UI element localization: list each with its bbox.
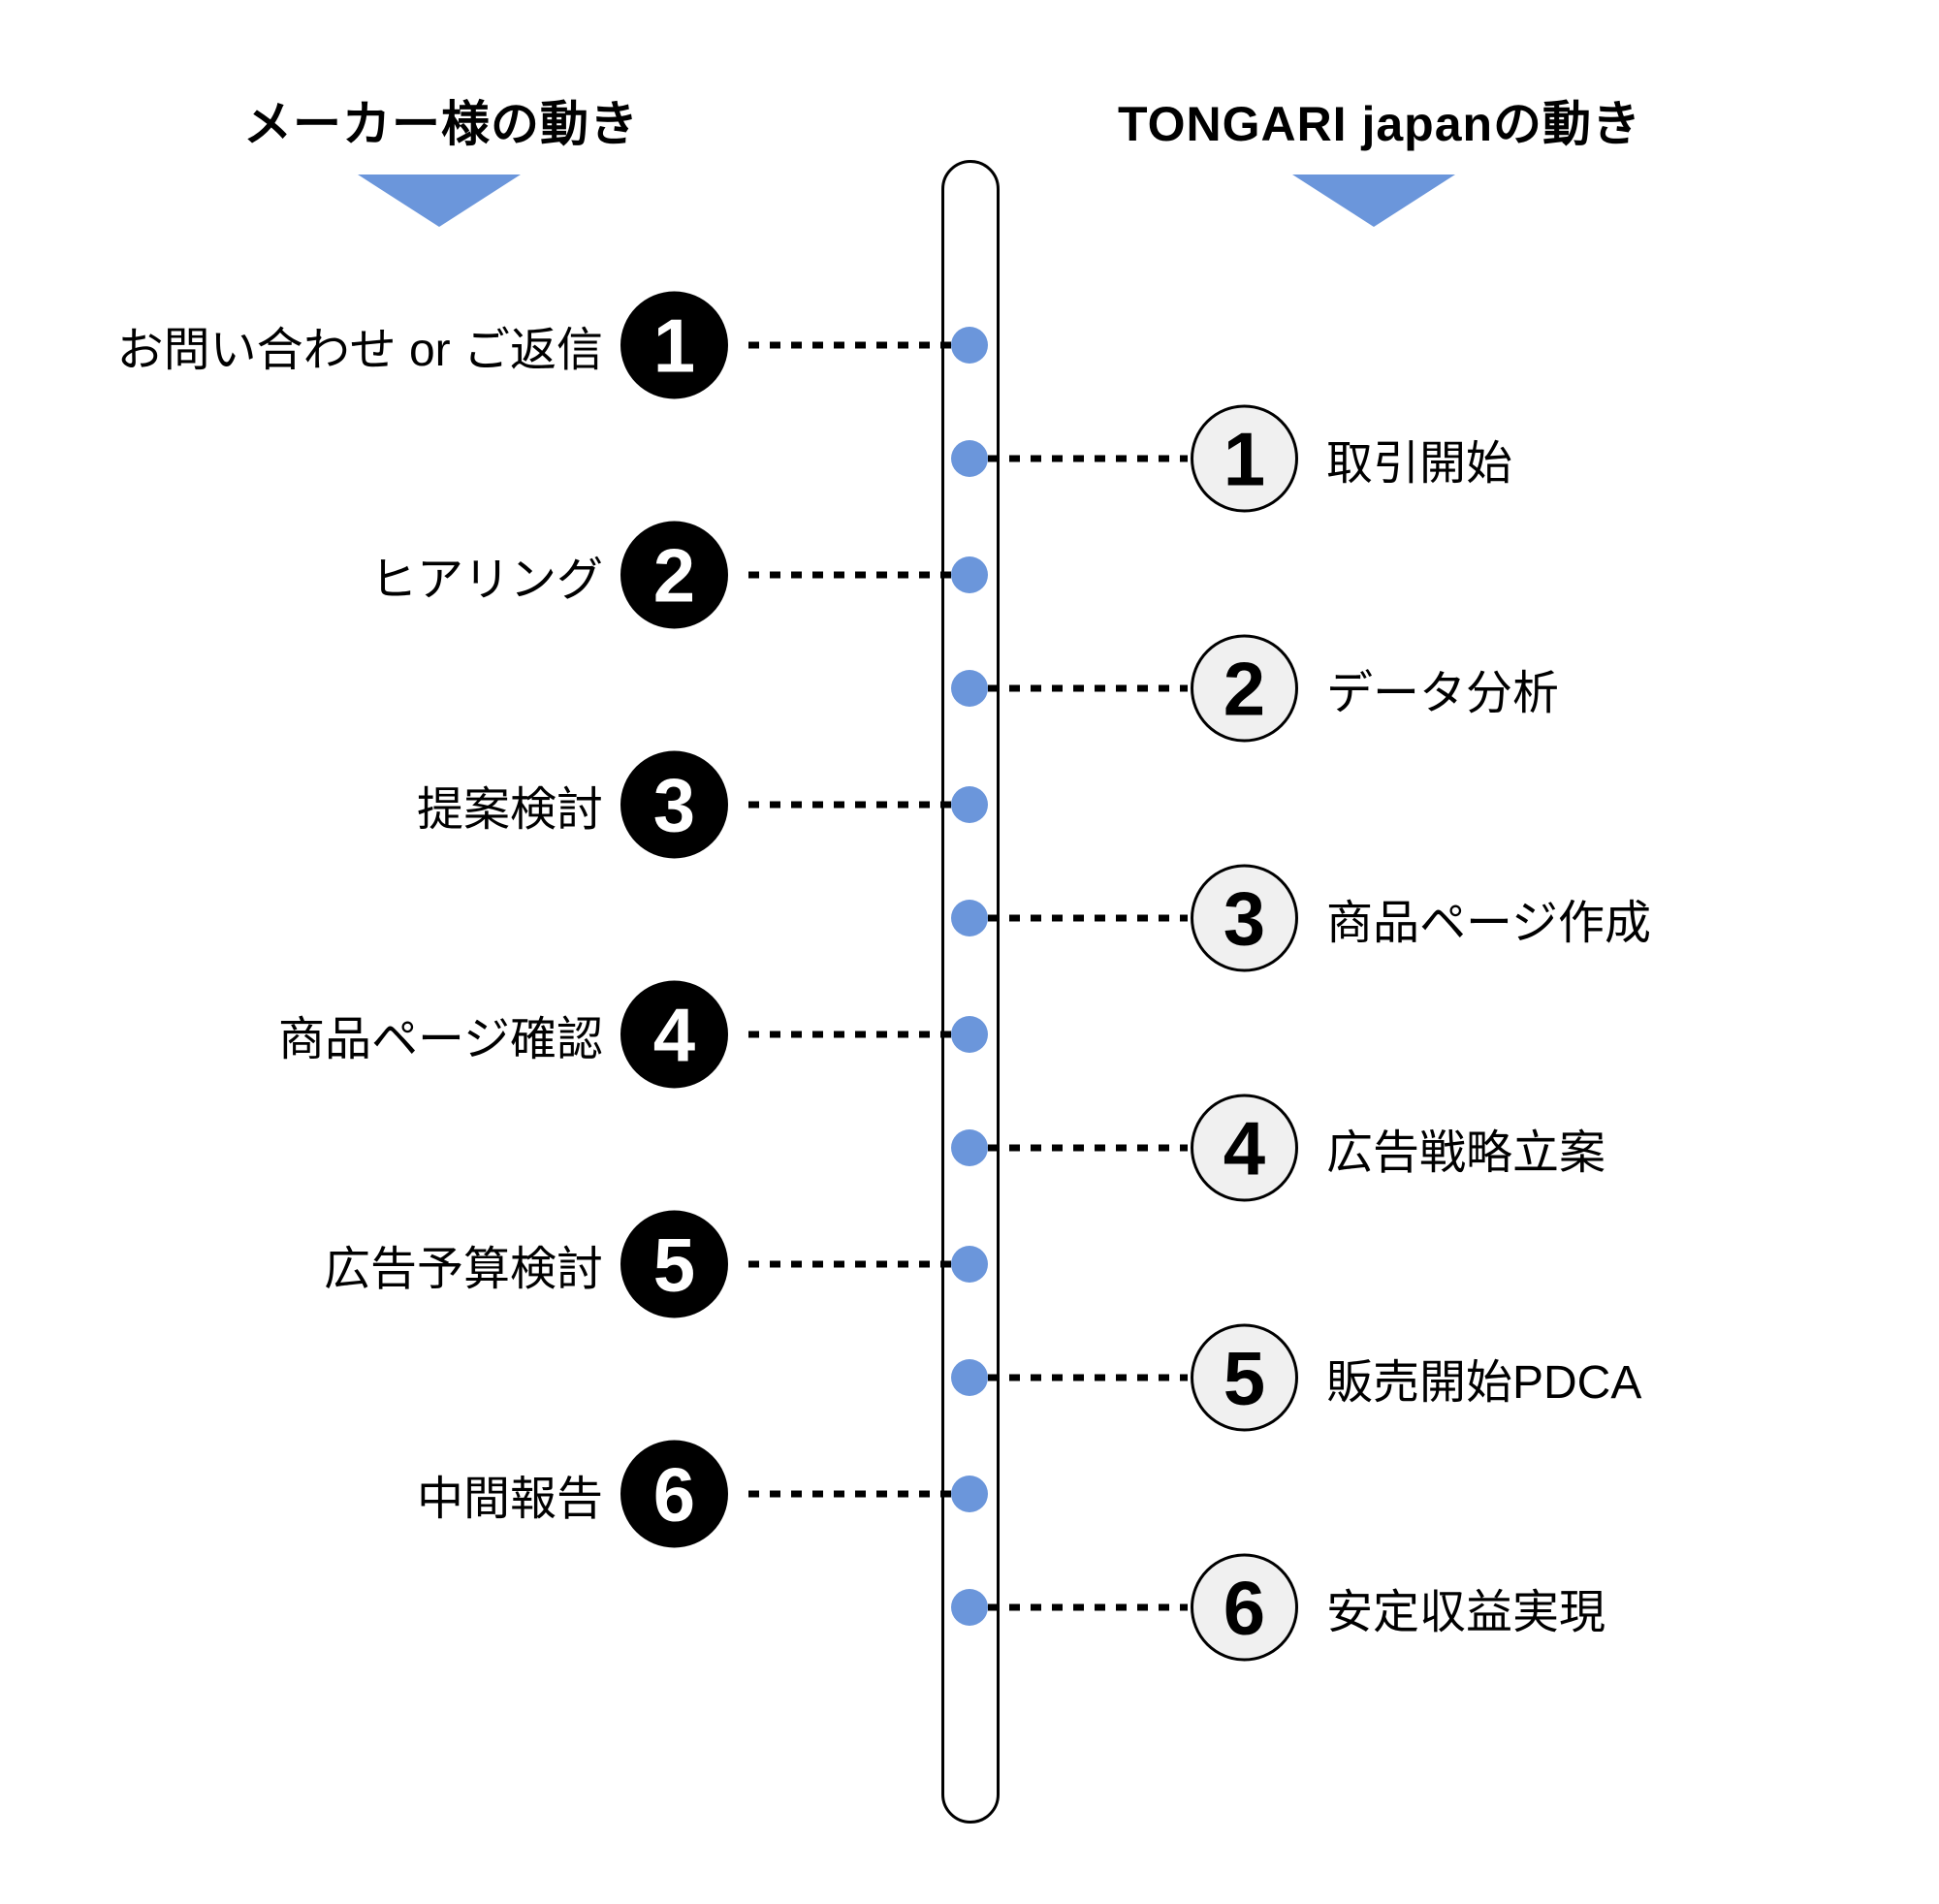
step-number-badge: 1 [620, 291, 728, 399]
step-label: 商品ページ作成 [1326, 898, 1652, 949]
step-number-badge: 5 [1191, 1323, 1298, 1432]
step-label: 中間報告 [416, 1474, 603, 1525]
step-number-badge: 6 [1191, 1553, 1298, 1662]
timeline-dot [951, 1246, 988, 1283]
step-label: 広告予算検討 [323, 1244, 603, 1295]
timeline-dot [951, 786, 988, 823]
dotted-connector [748, 1031, 952, 1038]
step-number-badge: 2 [620, 521, 728, 629]
dotted-connector [748, 1490, 952, 1498]
dotted-connector [988, 1374, 1188, 1381]
timeline-dot [951, 900, 988, 936]
dotted-connector [748, 571, 952, 579]
timeline-dot [951, 1129, 988, 1166]
step-number-badge: 4 [620, 980, 728, 1089]
timeline-dot [951, 327, 988, 364]
down-triangle-icon [1292, 175, 1455, 227]
timeline-dot [951, 1016, 988, 1053]
step-number-badge: 3 [620, 750, 728, 859]
step-number: 3 [652, 762, 696, 847]
step-number-badge: 4 [1191, 1094, 1298, 1202]
step-number: 4 [1223, 1105, 1266, 1190]
step-number-badge: 6 [620, 1440, 728, 1548]
dotted-connector [748, 1260, 952, 1268]
step-number: 3 [1223, 875, 1266, 961]
step-number: 6 [1223, 1565, 1266, 1650]
step-number: 1 [1223, 416, 1266, 501]
step-label: お問い合わせ or ご返信 [116, 325, 603, 376]
step-number-badge: 1 [1191, 404, 1298, 513]
step-label: データ分析 [1326, 668, 1560, 719]
step-number-badge: 3 [1191, 864, 1298, 972]
step-label: ヒアリング [369, 555, 603, 606]
step-label: 提案検討 [416, 784, 603, 836]
right-column-title: TONGARI japanの動き [1117, 97, 1642, 151]
timeline-dot [951, 1359, 988, 1396]
step-label: 商品ページ確認 [277, 1014, 603, 1065]
left-column-title: メーカー様の動き [243, 97, 639, 151]
step-number-badge: 5 [620, 1210, 728, 1318]
step-number: 6 [652, 1451, 696, 1537]
step-label: 販売開始PDCA [1326, 1357, 1642, 1409]
step-number: 1 [652, 302, 696, 388]
timeline-dot [951, 1589, 988, 1626]
timeline-dot [951, 440, 988, 477]
timeline-dot [951, 1476, 988, 1512]
dotted-connector [988, 1144, 1188, 1152]
dotted-connector [988, 914, 1188, 922]
timeline-capsule [941, 160, 1000, 1824]
step-label: 取引開始 [1326, 438, 1513, 490]
step-label: 広告戦略立案 [1326, 1127, 1606, 1179]
dotted-connector [748, 341, 952, 349]
step-number: 2 [1223, 646, 1266, 731]
dotted-connector [988, 684, 1188, 692]
timeline-dot [951, 556, 988, 593]
timeline-dot [951, 670, 988, 707]
step-number: 2 [652, 532, 696, 618]
step-number-badge: 2 [1191, 634, 1298, 743]
step-number: 5 [1223, 1335, 1266, 1420]
step-label: 安定収益実現 [1326, 1587, 1606, 1638]
dotted-connector [748, 801, 952, 809]
dotted-connector [988, 1603, 1188, 1611]
dotted-connector [988, 455, 1188, 462]
step-number: 4 [652, 992, 696, 1077]
down-triangle-icon [358, 175, 521, 227]
step-number: 5 [652, 1222, 696, 1307]
